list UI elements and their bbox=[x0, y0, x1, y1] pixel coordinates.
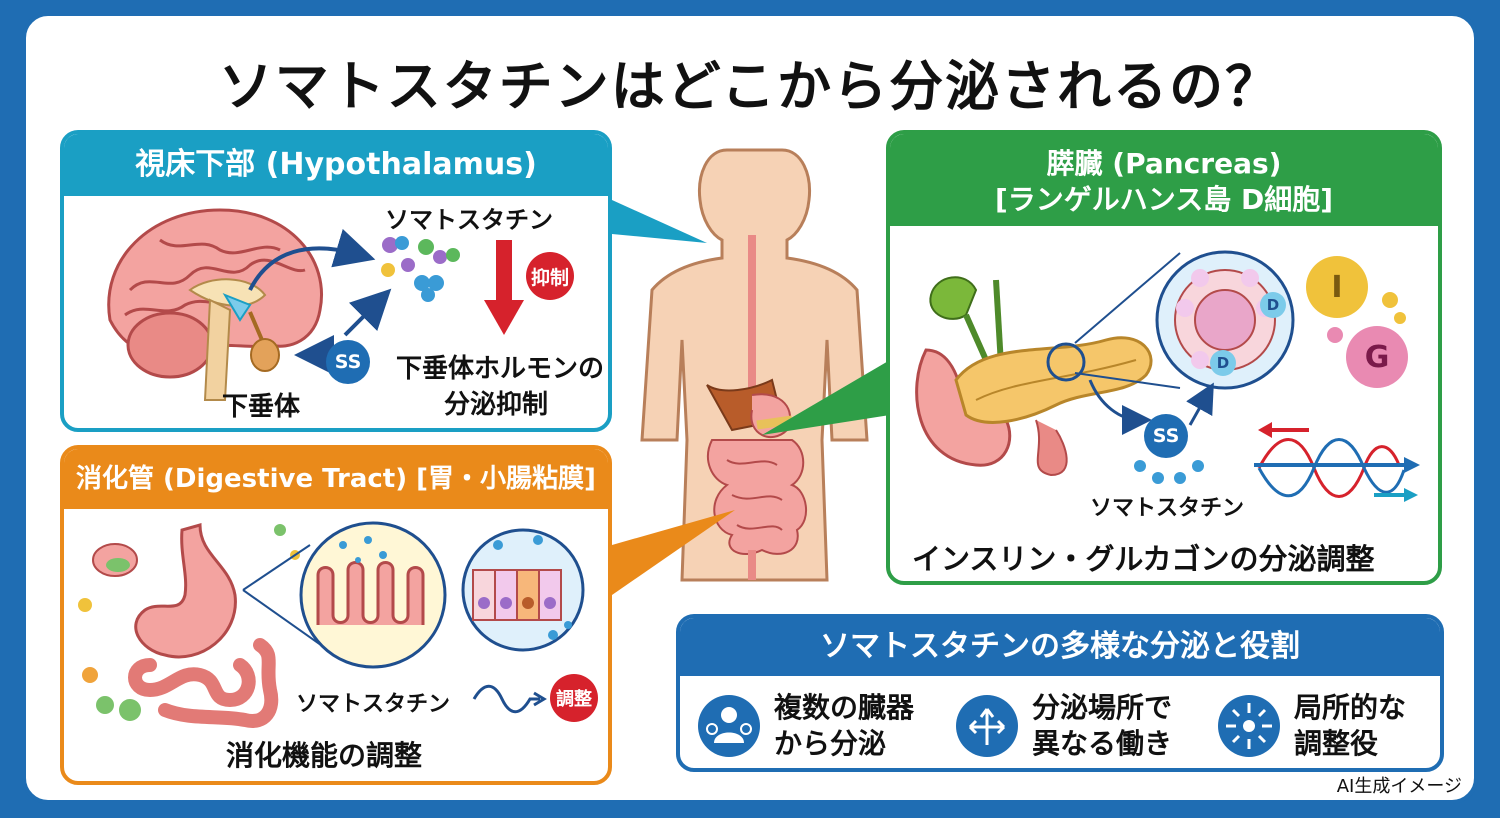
local-target-icon bbox=[1218, 695, 1280, 757]
digestive-effect: 消化機能の調整 bbox=[226, 739, 423, 772]
d-cell-badge-2: D bbox=[1210, 350, 1236, 376]
person-organs-icon bbox=[698, 695, 760, 757]
hormone-dots bbox=[1327, 292, 1406, 343]
hypothalamus-panel: 視床下部 (Hypothalamus) bbox=[60, 130, 612, 432]
regulation-wave-arrows bbox=[1254, 422, 1420, 502]
stomach-intestine-illustration bbox=[78, 523, 300, 728]
glucagon-badge: G bbox=[1346, 326, 1408, 388]
inhibit-down-arrow bbox=[484, 240, 524, 335]
ai-generated-note: AI生成イメージ bbox=[1336, 776, 1462, 797]
digestive-header: 消化管 (Digestive Tract) [胃・小腸粘膜] bbox=[64, 449, 608, 509]
summary-item-2-line2: 異なる働き bbox=[1032, 727, 1173, 760]
connector-digestive bbox=[612, 510, 735, 595]
brain-illustration bbox=[107, 208, 323, 401]
hypothalamus-effect-line1: 下垂体ホルモンの bbox=[396, 354, 605, 384]
pancreas-header-line1: 膵臓 (Pancreas) bbox=[1046, 147, 1282, 180]
pancreas-ss-dots bbox=[1134, 460, 1204, 484]
page-title: ソマトスタチンはどこから分泌されるの？ bbox=[218, 55, 1282, 118]
hypothalamus-effect-line2: 分泌抑制 bbox=[444, 390, 549, 420]
pancreas-illustration bbox=[915, 276, 1153, 477]
summary-panel: ソマトスタチンの多様な分泌と役割 bbox=[676, 614, 1444, 772]
pancreas-somatostatin-label: ソマトスタチン bbox=[1090, 496, 1245, 521]
hypothalamus-header: 視床下部 (Hypothalamus) bbox=[64, 134, 608, 196]
inhibit-badge: 抑制 bbox=[526, 252, 574, 300]
connector-pancreas bbox=[762, 360, 890, 435]
hypothalamus-somatostatin-label: ソマトスタチン bbox=[385, 206, 553, 234]
summary-header: ソマトスタチンの多様な分泌と役割 bbox=[680, 618, 1440, 676]
mucosa-zoom-illustration bbox=[242, 521, 585, 669]
somatostatin-molecules bbox=[381, 236, 460, 302]
pituitary-label: 下垂体 bbox=[222, 392, 301, 422]
d-cell-badge-1: D bbox=[1260, 292, 1286, 318]
pancreas-header-line2: [ランゲルハンス島 D細胞] bbox=[994, 183, 1334, 216]
summary-item-3-line2: 調整役 bbox=[1294, 727, 1379, 760]
pancreas-effect: インスリン・グルカゴンの分泌調整 bbox=[912, 542, 1375, 576]
summary-item-multi-organ: 複数の臓器 から分泌 bbox=[698, 690, 914, 762]
insulin-badge: I bbox=[1306, 256, 1368, 318]
summary-item-1-line2: から分泌 bbox=[774, 727, 887, 760]
regulate-badge: 調整 bbox=[550, 674, 598, 722]
digestive-wave-arrow bbox=[472, 684, 547, 714]
summary-item-3-line1: 局所的な bbox=[1294, 691, 1407, 724]
hypothalamus-ss-badge: SS bbox=[326, 340, 370, 384]
pancreas-ss-badge: SS bbox=[1144, 414, 1188, 458]
branching-arrows-icon bbox=[956, 695, 1018, 757]
summary-item-different-roles: 分泌場所で 異なる働き bbox=[956, 690, 1172, 762]
summary-item-2-line1: 分泌場所で bbox=[1032, 691, 1173, 724]
connector-hypothalamus bbox=[612, 200, 707, 243]
pancreas-ss-arrows bbox=[1088, 379, 1214, 435]
human-body-illustration bbox=[640, 148, 869, 582]
summary-item-local-regulator: 局所的な 調整役 bbox=[1218, 690, 1406, 762]
pancreas-header: 膵臓 (Pancreas) [ランゲルハンス島 D細胞] bbox=[890, 134, 1438, 226]
digestive-somatostatin-label: ソマトスタチン bbox=[296, 692, 451, 717]
summary-item-1-line1: 複数の臓器 bbox=[774, 691, 915, 724]
